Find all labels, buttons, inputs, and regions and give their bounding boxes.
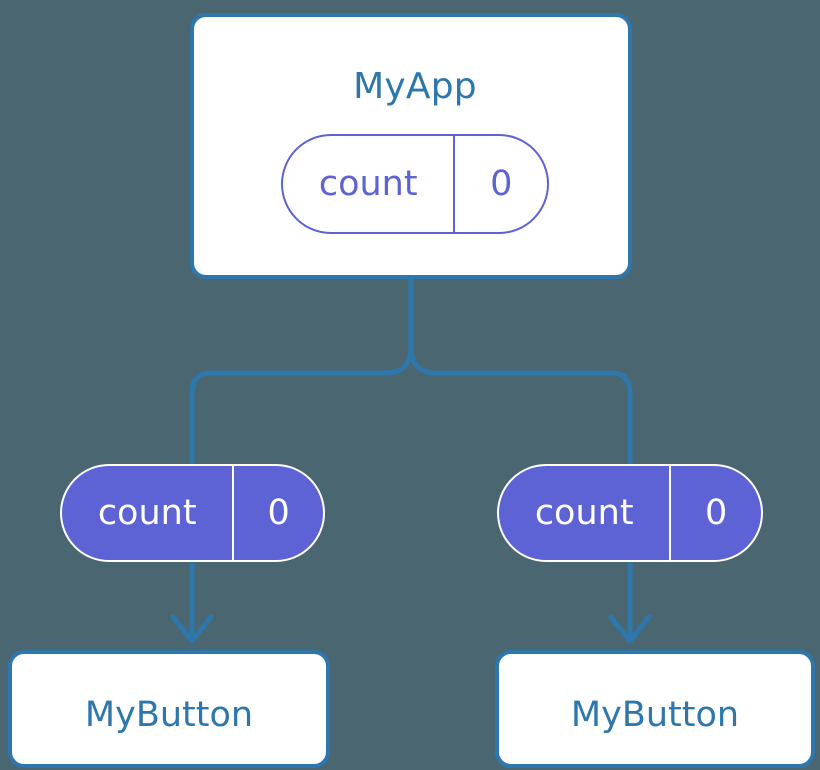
connector-fork-right	[408, 346, 633, 464]
prop-key-label-left: count	[97, 492, 197, 533]
prop-value-label-left: 0	[232, 466, 323, 560]
state-key-label: count	[318, 163, 418, 204]
prop-key-label-right: count	[534, 492, 634, 533]
prop-pill-count-left[interactable]: count 0	[60, 464, 325, 562]
connector-fork-left	[189, 346, 414, 464]
prop-pill-count-right[interactable]: count 0	[497, 464, 763, 562]
component-title-mybutton-left: MyButton	[84, 695, 254, 735]
state-value-label: 0	[453, 136, 547, 232]
component-card-myapp[interactable]: MyApp count 0	[190, 13, 632, 279]
arrow-head-right-icon	[608, 614, 652, 644]
component-title-mybutton-right: MyButton	[570, 695, 740, 735]
component-card-mybutton-left[interactable]: MyButton	[8, 650, 330, 768]
state-pill-count[interactable]: count 0	[281, 134, 549, 234]
component-card-mybutton-right[interactable]: MyButton	[495, 650, 815, 768]
arrow-head-left-icon	[170, 614, 214, 644]
prop-value-label-right: 0	[669, 466, 761, 560]
component-title-myapp: MyApp	[353, 66, 477, 107]
